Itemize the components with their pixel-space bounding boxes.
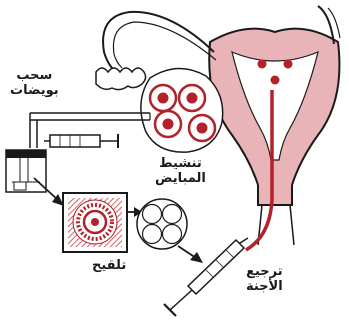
arrow-to-transfer <box>178 246 203 263</box>
early-embryo <box>137 199 187 249</box>
label-egg-retrieval-line2: بويضات <box>10 83 59 98</box>
label-egg-retrieval-line1: سحب <box>10 68 59 83</box>
label-egg-retrieval: سحب بويضات <box>10 68 59 98</box>
label-ovary-stimulation-line2: المبايض <box>155 171 206 186</box>
label-ovary-stimulation: تنشيط المبايض <box>155 156 206 186</box>
ovary <box>141 68 223 152</box>
culture-dish <box>63 193 127 252</box>
label-ovary-stimulation-line1: تنشيط <box>155 156 206 171</box>
label-fertilization-line1: تلقيح <box>92 258 126 273</box>
retrieval-syringe <box>44 134 118 148</box>
label-fertilization: تلقيح <box>92 258 126 273</box>
label-embryo-transfer: ترجيع الأجنة <box>246 264 283 294</box>
label-embryo-transfer-line2: الأجنة <box>246 279 283 294</box>
collection-tube <box>6 150 46 192</box>
uterus <box>209 29 339 245</box>
label-embryo-transfer-line1: ترجيع <box>246 264 283 279</box>
transfer-syringe <box>164 238 248 316</box>
